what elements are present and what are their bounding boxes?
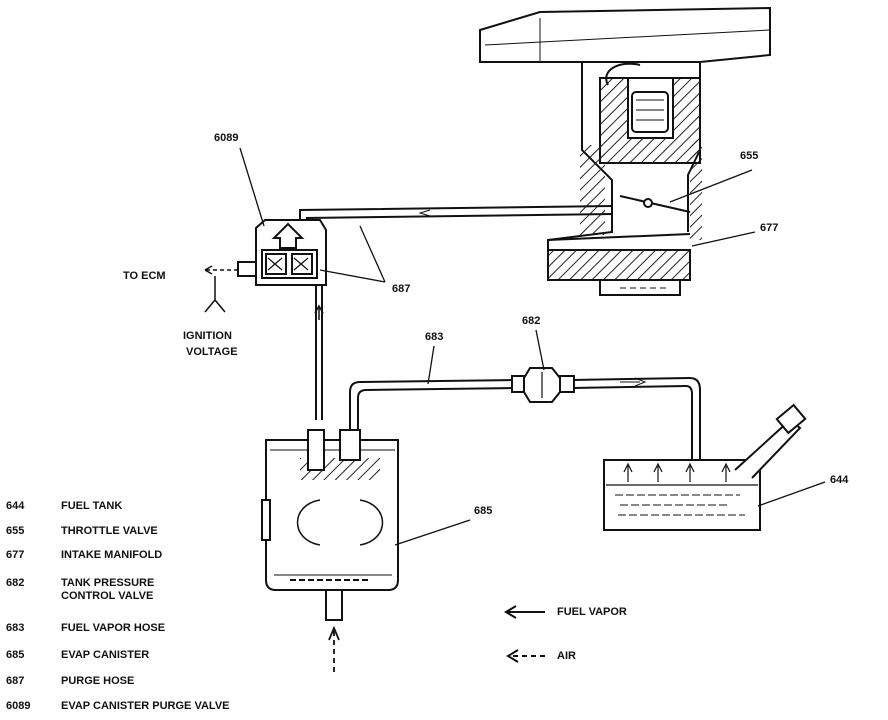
air-arrow-key: [506, 649, 545, 663]
throttle-valve: [619, 195, 691, 213]
callout-683: 683: [425, 331, 444, 343]
callout-leaders: [239, 147, 826, 546]
fuel-vapor-arrow-key: [504, 605, 545, 619]
legend-text: EVAP CANISTER PURGE VALVE: [61, 700, 230, 712]
legend-number: 6089: [6, 700, 31, 712]
callout-687: 687: [392, 283, 411, 295]
fuel-vapor-hose-683: [349, 376, 701, 460]
legend-number: 655: [6, 525, 25, 537]
to-ecm-label: TO ECM: [123, 270, 166, 282]
legend-text: INTAKE MANIFOLD: [61, 549, 163, 561]
fuel-vapor-key-label: FUEL VAPOR: [557, 606, 627, 618]
fuel-tank-644: [603, 403, 807, 531]
legend-number: 677: [6, 549, 25, 561]
callout-677: 677: [760, 222, 779, 234]
intake-manifold: [547, 62, 702, 296]
ignition-voltage-label-1: IGNITION: [183, 330, 232, 342]
callout-644: 644: [830, 474, 849, 486]
throttle-body: [479, 6, 771, 164]
legend-number: 644: [6, 500, 25, 512]
legend-number: 687: [6, 675, 25, 687]
callout-6089: 6089: [214, 132, 239, 144]
to-ecm-wire: [204, 265, 238, 313]
callout-685: 685: [474, 505, 493, 517]
purge-valve-6089: [237, 219, 327, 286]
legend-text: FUEL VAPOR HOSE: [61, 622, 166, 634]
air-inlet-arrow: [328, 625, 340, 672]
callout-655: 655: [740, 150, 759, 162]
legend-text: THROTTLE VALVE: [61, 525, 158, 537]
legend-number: 683: [6, 622, 25, 634]
legend-text: TANK PRESSURE CONTROL VALVE: [61, 577, 155, 602]
legend-text: EVAP CANISTER: [61, 649, 150, 661]
air-key-label: AIR: [557, 650, 576, 662]
tank-pressure-control-valve-682: [511, 367, 575, 403]
legend-number: 685: [6, 649, 25, 661]
ignition-voltage-label-2: VOLTAGE: [186, 346, 238, 358]
legend-text: FUEL TANK: [61, 500, 123, 512]
legend-text: PURGE HOSE: [61, 675, 135, 687]
legend-number: 682: [6, 577, 25, 589]
callout-682: 682: [522, 315, 541, 327]
evap-canister-685: [261, 429, 399, 621]
